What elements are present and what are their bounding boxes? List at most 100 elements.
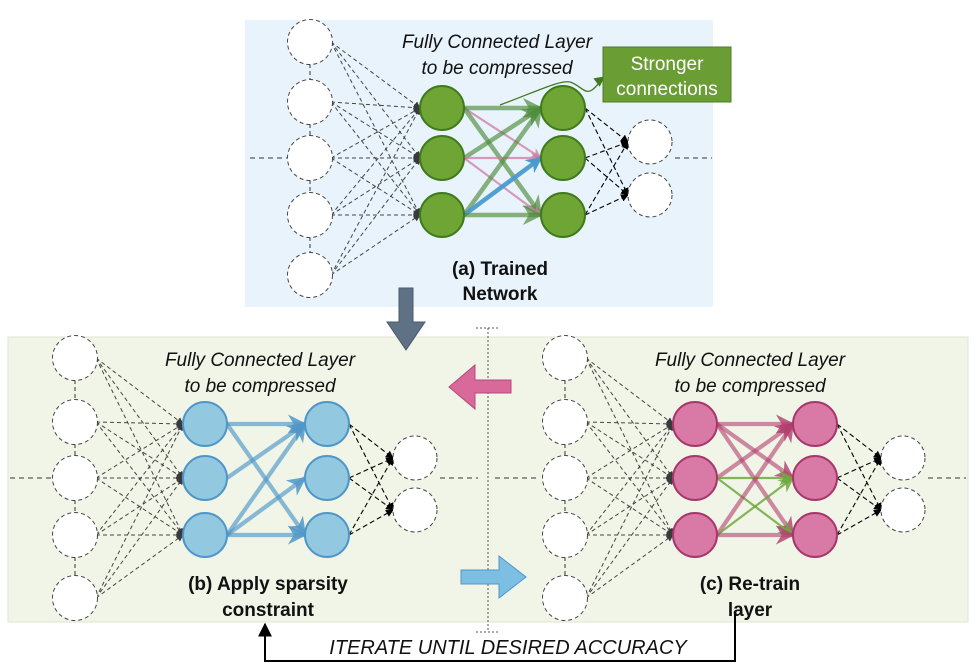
input-node — [542, 455, 588, 501]
output-edge — [348, 457, 394, 479]
right-arrow-icon — [460, 554, 527, 600]
fc-output-neuron — [304, 455, 350, 501]
panel-b: Fully Connected Layer to be compressed (b)… — [10, 335, 478, 621]
panel-caption-line1: (b) Apply sparsity — [188, 574, 348, 595]
output-edge — [836, 423, 882, 511]
output-node — [880, 435, 926, 481]
output-edge — [584, 141, 629, 216]
fc-edges — [462, 97, 544, 226]
callout-line1: Stronger — [631, 54, 705, 75]
fc-input-neuron — [672, 455, 718, 501]
input-node — [52, 575, 98, 621]
output-edge — [836, 423, 882, 459]
input-node — [52, 512, 98, 558]
fc-edge-retrain — [715, 422, 795, 537]
panel-a: Fully Connected Layer to be compressed (a)… — [250, 19, 712, 305]
output-edge — [584, 107, 629, 196]
panel-caption-line1: (a) Trained — [452, 259, 548, 280]
input-node — [52, 455, 98, 501]
input-edges — [94, 356, 184, 600]
iterate-label: ITERATE UNTIL DESIRED ACCURACY — [329, 637, 688, 659]
output-edges — [348, 423, 394, 536]
input-node — [542, 335, 588, 381]
output-edge — [348, 477, 394, 511]
output-edge — [836, 477, 882, 511]
panel-title-line2: to be compressed — [674, 376, 826, 397]
fc-input-neuron — [182, 455, 228, 501]
callout-pointer — [499, 76, 605, 106]
output-edge — [584, 107, 629, 143]
input-node — [287, 252, 333, 298]
fc-input-neuron — [182, 512, 228, 558]
output-node — [627, 119, 673, 165]
fc-edge-sparse — [225, 422, 307, 537]
input-edge — [584, 534, 674, 600]
fc-output-neuron — [540, 192, 586, 238]
iterate-loop: ITERATE UNTIL DESIRED ACCURACY — [258, 612, 736, 662]
output-edge — [348, 509, 394, 536]
panel-title-line1: Fully Connected Layer — [402, 32, 593, 53]
fc-output-neuron — [540, 85, 586, 131]
input-node — [52, 399, 98, 445]
panel-caption-line2: Network — [463, 284, 538, 305]
iterate-loop-line — [258, 612, 736, 662]
panel-caption-line2: layer — [728, 600, 773, 621]
output-edge — [836, 457, 882, 479]
fc-output-neuron — [792, 401, 838, 447]
panel-title-line2: to be compressed — [421, 58, 573, 79]
output-node — [880, 487, 926, 533]
fc-input-neuron — [672, 512, 718, 558]
input-edge — [94, 534, 184, 600]
panel-title-line1: Fully Connected Layer — [655, 350, 846, 371]
fc-output-neuron — [540, 135, 586, 181]
fc-output-neuron — [304, 401, 350, 447]
fc-edge-green — [716, 477, 795, 536]
fc-edge-sparse — [225, 476, 307, 537]
fc-edges — [715, 414, 795, 545]
input-edge — [329, 214, 421, 277]
fc-input-neuron — [419, 192, 465, 238]
fc-edges — [225, 414, 307, 545]
input-node — [287, 192, 333, 238]
panel-caption-line1: (c) Re-train — [700, 574, 800, 595]
output-node — [627, 172, 673, 218]
fc-output-neuron — [792, 512, 838, 558]
fc-edge-strong — [462, 106, 543, 217]
output-node — [392, 435, 438, 481]
fc-output-neuron — [792, 455, 838, 501]
input-node — [52, 335, 98, 381]
left-arrow-icon — [448, 363, 512, 411]
output-edge — [348, 457, 394, 536]
panel-c: Fully Connected Layer to be compressed (c)… — [495, 335, 966, 621]
input-node — [287, 79, 333, 125]
input-node — [542, 575, 588, 621]
callout-line2: connections — [616, 79, 717, 100]
output-edge — [348, 423, 394, 459]
output-edge — [836, 509, 882, 536]
panel-title-line1: Fully Connected Layer — [165, 350, 356, 371]
output-edge — [836, 457, 882, 536]
input-edge — [94, 423, 184, 600]
callout-box — [602, 46, 732, 103]
fc-input-neuron — [419, 135, 465, 181]
panel-title-line2: to be compressed — [184, 376, 336, 397]
fc-output-neuron — [304, 512, 350, 558]
stronger-connections-callout: Stronger connections — [499, 46, 732, 106]
output-edge — [348, 423, 394, 511]
fc-input-neuron — [672, 401, 718, 447]
down-arrow-icon — [386, 287, 426, 351]
input-node — [287, 19, 333, 65]
input-edges — [584, 356, 674, 600]
fc-input-neuron — [419, 85, 465, 131]
input-node — [287, 135, 333, 181]
output-edge — [584, 157, 629, 196]
fc-edge-blue — [462, 156, 543, 217]
output-edges — [584, 107, 629, 216]
input-node — [542, 512, 588, 558]
input-node — [542, 399, 588, 445]
panel-caption-line2: constraint — [222, 600, 315, 621]
output-edges — [836, 423, 882, 536]
input-edge — [584, 423, 674, 600]
fc-input-neuron — [182, 401, 228, 447]
